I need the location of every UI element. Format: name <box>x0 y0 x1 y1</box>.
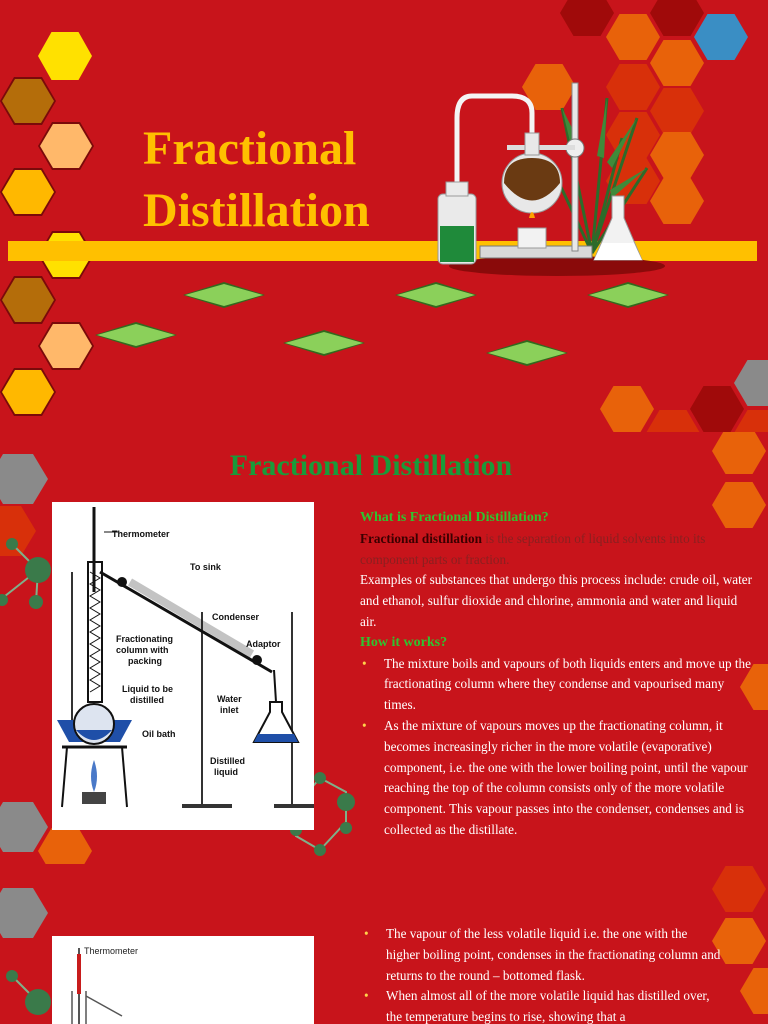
hexagon-decoration <box>40 324 92 368</box>
list-item: When almost all of the more volatile liq… <box>362 986 722 1024</box>
hexagon-decoration <box>38 828 92 864</box>
hexagon-decoration <box>560 0 614 36</box>
label-condenser: Condenser <box>212 612 260 622</box>
label-water-inlet-1: Water <box>217 694 242 704</box>
title-line-1: Fractional <box>143 122 357 175</box>
hexagon-decoration <box>650 132 704 178</box>
list-item: As the mixture of vapours moves up the f… <box>360 716 755 841</box>
hexagon-decoration <box>646 410 700 432</box>
hexagon-decoration <box>38 32 92 80</box>
slide-text: The vapour of the less volatile liquid i… <box>362 924 722 1024</box>
label-to-sink: To sink <box>190 562 222 572</box>
molecule-decoration <box>6 970 51 1015</box>
definition-term: Fractional distillation <box>360 530 482 546</box>
hexagon-decoration <box>2 79 54 123</box>
label-column-3: packing <box>128 656 162 666</box>
diamond-decoration <box>397 284 475 306</box>
heading-how: How it works? <box>360 634 448 650</box>
molecule-decoration <box>0 538 51 609</box>
label-thermometer: Thermometer <box>84 946 138 956</box>
heading-what: What is Fractional Distillation? <box>360 510 549 525</box>
how-list: The mixture boils and vapours of both li… <box>360 654 755 841</box>
examples: Examples of substances that undergo this… <box>360 572 752 629</box>
definition-text: is the separation of liquid solvents int… <box>360 530 706 567</box>
hexagon-decoration <box>606 14 660 60</box>
diamond-decoration <box>589 284 667 306</box>
label-distilled-2: liquid <box>214 767 238 777</box>
content-slide: Fractional Distillation <box>0 432 768 864</box>
slide-text: What is Fractional Distillation? Fractio… <box>360 508 755 841</box>
list-item: The vapour of the less volatile liquid i… <box>362 924 722 986</box>
distillation-diagram-2: Thermometer <box>52 936 314 1024</box>
title-slide: Fractional Distillation <box>0 0 768 432</box>
continuation-slide: Thermometer The vapour of the less volat… <box>0 864 768 1024</box>
label-liquid-2: distilled <box>130 695 164 705</box>
label-water-inlet-2: inlet <box>220 705 239 715</box>
distillation-diagram: Thermometer To sink Condenser Adaptor Fr… <box>52 502 314 830</box>
definition: Fractional distillation is the separatio… <box>360 529 755 571</box>
hexagon-decoration <box>690 386 744 432</box>
label-oil-bath: Oil bath <box>142 729 176 739</box>
diamond-decoration <box>97 324 175 346</box>
list-item: The mixture boils and vapours of both li… <box>360 654 755 716</box>
hexagon-decoration <box>694 14 748 60</box>
diamond-decoration <box>488 342 566 364</box>
diamond-decoration <box>285 332 363 354</box>
hexagon-decoration <box>2 278 54 322</box>
lab-apparatus-illustration <box>437 82 665 276</box>
label-liquid-1: Liquid to be <box>122 684 173 694</box>
slide-title: Fractional Distillation <box>143 118 370 242</box>
hexagon-decoration <box>734 360 768 406</box>
label-column-1: Fractionating <box>116 634 173 644</box>
hexagon-decoration <box>0 888 48 938</box>
hexagon-decoration <box>712 866 766 912</box>
hexagon-decoration <box>740 968 768 1014</box>
hexagon-decoration <box>0 802 48 852</box>
title-line-2: Distillation <box>143 184 370 237</box>
diamond-decoration <box>185 284 263 306</box>
slide-heading: Fractional Distillation <box>229 449 513 482</box>
hexagon-decoration <box>600 386 654 432</box>
label-thermometer: Thermometer <box>112 529 170 539</box>
label-distilled-1: Distilled <box>210 756 245 766</box>
label-column-2: column with <box>116 645 169 655</box>
hexagon-decoration <box>650 178 704 224</box>
process-list: The vapour of the less volatile liquid i… <box>362 924 722 1024</box>
label-adaptor: Adaptor <box>246 639 281 649</box>
hexagon-decoration <box>2 370 54 414</box>
hexagon-decoration <box>650 0 704 36</box>
